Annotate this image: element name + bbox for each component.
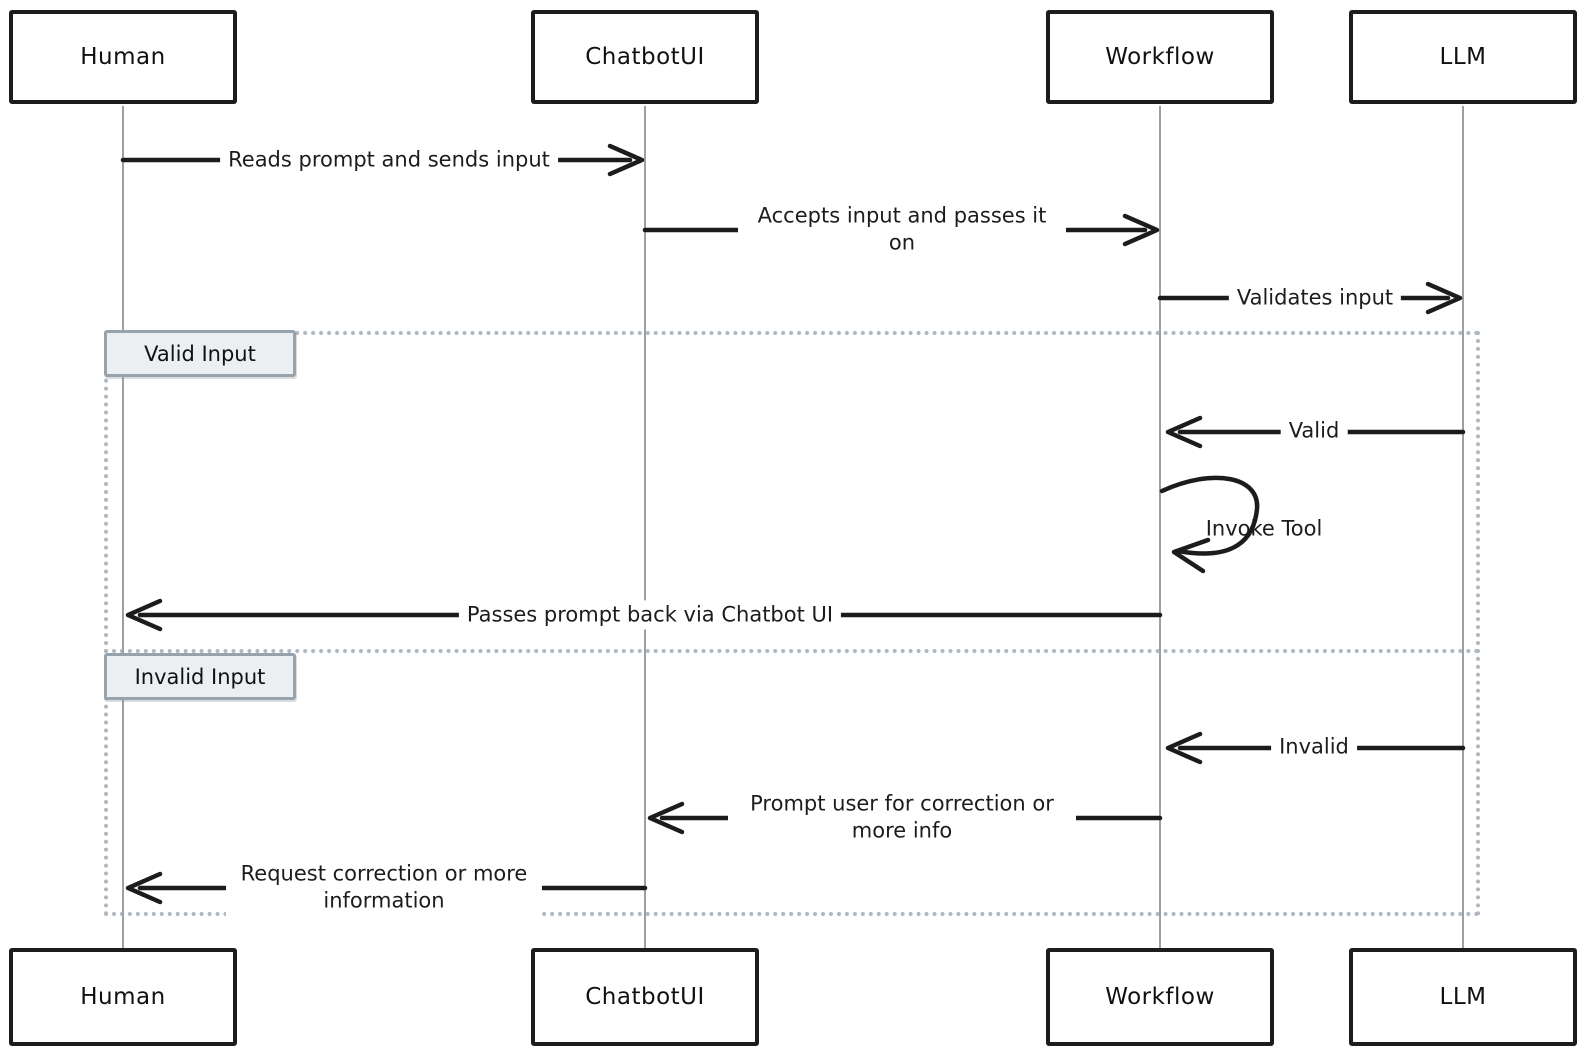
participant-label: Human: [80, 984, 166, 1010]
participant-label: Human: [80, 44, 166, 70]
message-label-invoke-tool: Invoke Tool: [1205, 516, 1323, 541]
participant-label: Workflow: [1105, 44, 1215, 70]
alt-frame: [104, 331, 1480, 916]
message-label-reads-prompt: Reads prompt and sends input: [220, 145, 558, 175]
arrowhead-right-icon: [1122, 213, 1160, 247]
alt-frame-label-valid: Valid Input: [104, 330, 296, 377]
participant-bottom-llm: LLM: [1349, 948, 1577, 1046]
participant-bottom-chatbotui: ChatbotUI: [531, 948, 759, 1046]
arrowhead-left-icon: [1165, 415, 1203, 449]
participant-label: LLM: [1439, 984, 1487, 1010]
arrowhead-left-icon: [647, 801, 685, 835]
participant-bottom-workflow: Workflow: [1046, 948, 1274, 1046]
message-label-validates-input: Validates input: [1228, 283, 1402, 313]
arrowhead-left-icon: [125, 871, 163, 905]
message-label-accepts-input: Accepts input and passes it on: [738, 201, 1066, 259]
message-label-invalid: Invalid: [1271, 732, 1357, 762]
message-label-request-correction: Request correction or more information: [226, 859, 542, 917]
frame-label-text: Invalid Input: [134, 664, 266, 689]
message-label-passes-prompt-back: Passes prompt back via Chatbot UI: [458, 600, 842, 630]
participant-label: ChatbotUI: [585, 44, 705, 70]
participant-label: ChatbotUI: [585, 984, 705, 1010]
arrow-invoke-tool-selfloop: [1159, 475, 1260, 574]
message-label-prompt-user: Prompt user for correction or more info: [728, 789, 1076, 847]
frame-label-text: Valid Input: [144, 341, 256, 366]
participant-top-human: Human: [9, 10, 237, 104]
arrowhead-left-icon: [1165, 731, 1203, 765]
arrowhead-left-icon: [1171, 537, 1211, 574]
participant-top-chatbotui: ChatbotUI: [531, 10, 759, 104]
participant-bottom-human: Human: [9, 948, 237, 1046]
arrowhead-left-icon: [125, 598, 163, 632]
alt-frame-divider: [104, 649, 1480, 653]
message-label-valid: Valid: [1280, 416, 1348, 446]
lifelines: [122, 106, 1464, 948]
participant-top-llm: LLM: [1349, 10, 1577, 104]
alt-frame-label-invalid: Invalid Input: [104, 653, 296, 700]
participant-label: LLM: [1439, 44, 1487, 70]
arrowhead-right-icon: [607, 143, 645, 177]
participant-top-workflow: Workflow: [1046, 10, 1274, 104]
arrowhead-right-icon: [1425, 281, 1463, 315]
participant-label: Workflow: [1105, 984, 1215, 1010]
